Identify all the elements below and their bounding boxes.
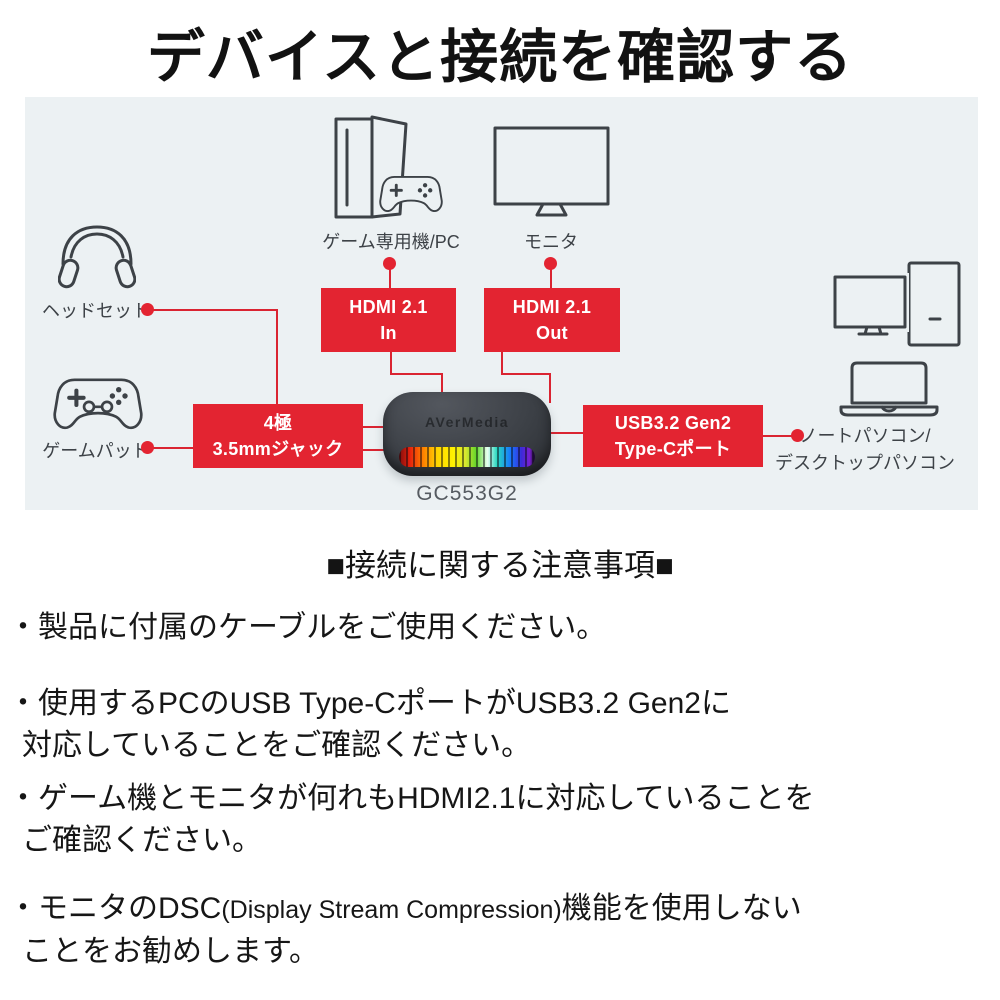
note-bullet-2: ・使用するPCのUSB Type-CポートがUSB3.2 Gen2に 対応してい… [8, 683, 994, 767]
usb-line-pc [763, 435, 799, 437]
console-line [389, 267, 391, 289]
hdmi-in-line-across [390, 373, 443, 375]
note-bullet-2-line2: 対応していることをご確認ください。 [22, 729, 532, 762]
console-label: ゲーム専用機/PC [322, 232, 460, 252]
hdmi-in-line2: In [380, 323, 397, 343]
usb-line1: USB3.2 Gen2 [614, 412, 732, 433]
note-bullet-3: ・ゲーム機とモニタが何れもHDMI2.1に対応していることを ご確認ください。 [8, 778, 994, 862]
jack-box: 4極 3.5mmジャック [193, 404, 363, 468]
hdmi-in-line-down [390, 352, 392, 375]
note-bullet-1-line1: ・製品に付属のケーブルをご使用ください。 [8, 611, 607, 644]
laptop-icon [838, 361, 940, 426]
desktop-pc-icon [831, 261, 965, 358]
headset-label: ヘッドセット [42, 301, 150, 321]
monitor-dot [544, 257, 557, 270]
hdmi-in-box: HDMI 2.1 In [321, 288, 456, 352]
hdmi-out-box: HDMI 2.1 Out [484, 288, 620, 352]
model-label: GC553G2 [416, 482, 518, 505]
note-bullet-4: ・モニタのDSC(Display Stream Compression)機能を使… [8, 888, 994, 973]
usb-line-device [545, 432, 585, 434]
hdmi-in-line-to-device [441, 373, 443, 403]
usb-line2: Type-Cポート [614, 439, 732, 459]
note-bullet-4-post: 機能を使用しない [561, 892, 802, 925]
note-bullet-4-pre: ・モニタのDSC [8, 892, 222, 925]
hdmi-in-line1: HDMI 2.1 [349, 296, 428, 317]
hdmi-out-line-down [501, 352, 503, 375]
monitor-line [550, 267, 552, 289]
note-bullet-3-line1: ・ゲーム機とモニタが何れもHDMI2.1に対応していることを [8, 782, 815, 815]
pc-label-line2: デスクトップパソコン [775, 453, 955, 473]
jack-line-lower [363, 449, 401, 451]
gamepad-label: ゲームパッド [42, 441, 150, 461]
note-bullet-4-line2: ことをお勧めします。 [22, 935, 319, 968]
pc-dot [791, 429, 804, 442]
headset-line-v [276, 309, 278, 405]
jack-line2: 3.5mmジャック [212, 439, 344, 459]
connection-diagram: ゲーム専用機/PC モニタ ヘッドセット ゲ [25, 97, 978, 510]
pc-label: ノートパソコン/ デスクトップパソコン [740, 423, 990, 477]
note-bullet-3-line2: ご確認ください。 [22, 824, 262, 857]
capture-card-device: AVerMedia [383, 392, 551, 476]
gamepad-dot [141, 441, 154, 454]
notes-heading: ■接続に関する注意事項■ [326, 548, 674, 583]
headset-dot [141, 303, 154, 316]
game-console-icon [333, 113, 445, 228]
rgb-led-strip [399, 447, 535, 467]
note-bullet-2-line1: ・使用するPCのUSB Type-CポートがUSB3.2 Gen2に [8, 687, 731, 720]
hdmi-out-line-across [501, 373, 551, 375]
headset-icon [57, 224, 137, 297]
note-bullet-4-paren: (Display Stream Compression) [221, 896, 562, 924]
headset-line-h [148, 309, 278, 311]
hdmi-out-line-to-device [549, 373, 551, 403]
device-brand-logo: AVerMedia [424, 414, 510, 430]
note-bullet-4-line1: ・モニタのDSC(Display Stream Compression)機能を使… [8, 888, 994, 931]
pc-label-line1: ノートパソコン/ [799, 426, 931, 446]
gamepad-icon [53, 377, 143, 438]
note-bullet-1: ・製品に付属のケーブルをご使用ください。 [8, 607, 994, 649]
jack-line1: 4極 [263, 412, 293, 433]
console-dot [383, 257, 396, 270]
page-title: デバイスと接続を確認する [146, 25, 854, 90]
gamepad-line [148, 447, 194, 449]
monitor-label: モニタ [524, 232, 578, 252]
hdmi-out-line2: Out [536, 323, 568, 343]
usb-box: USB3.2 Gen2 Type-Cポート [583, 405, 763, 467]
hdmi-out-line1: HDMI 2.1 [512, 296, 592, 317]
monitor-icon [493, 126, 610, 224]
